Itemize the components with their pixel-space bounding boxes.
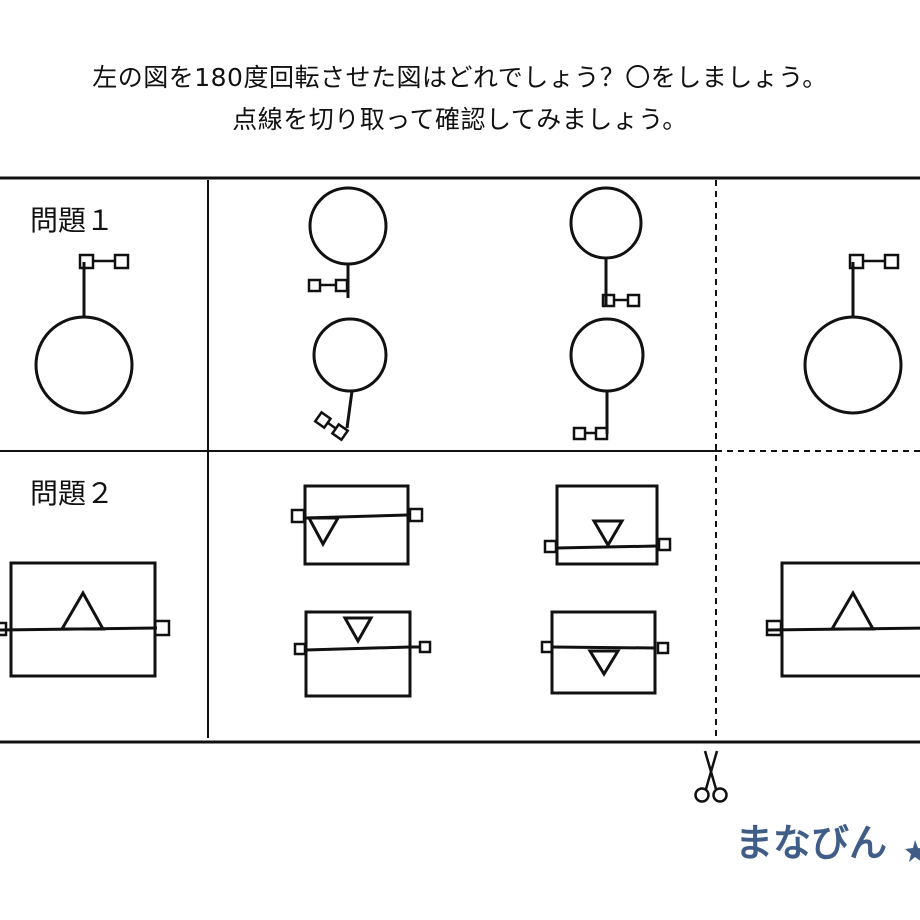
problem-2-original-figure [0, 561, 171, 678]
problem-2-cutout-figure [765, 561, 920, 678]
problem-1-option-d[interactable] [569, 317, 645, 441]
problem-2-option-b[interactable] [543, 484, 672, 566]
problem-2-label: 問題２ [30, 477, 114, 510]
problem-1-original-figure [34, 253, 134, 415]
instruction-line-2: 点線を切り取って確認してみましょう。 [232, 105, 688, 134]
logo-text: まなびん [735, 821, 887, 865]
instruction-line-1: 左の図を180度回転させた図はどれでしょう？〇をしましょう。 [92, 63, 828, 92]
problem-1-option-a[interactable] [307, 186, 388, 298]
problem-1-cutout-figure [803, 253, 903, 415]
logo-star-icon [905, 840, 920, 862]
problem-2-option-d[interactable] [540, 610, 670, 695]
problem-1-option-c[interactable] [312, 317, 388, 442]
problem-1-option-b[interactable] [569, 186, 643, 308]
scissors-icon [694, 750, 728, 803]
problem-2-option-a[interactable] [290, 484, 424, 566]
problem-1-label: 問題１ [30, 204, 114, 237]
problem-2-option-c[interactable] [293, 610, 432, 698]
